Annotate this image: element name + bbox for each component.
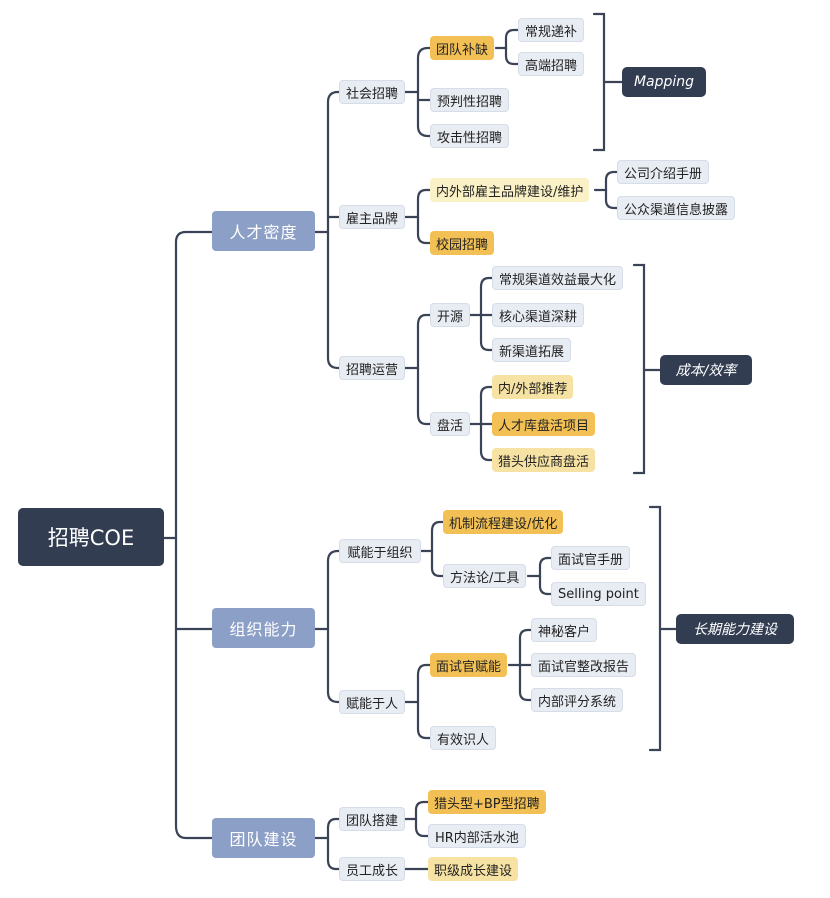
node-brand-building: 内外部雇主品牌建设/维护 <box>430 178 590 202</box>
node-mystery-client: 神秘客户 <box>531 618 598 642</box>
node-mechanism: 机制流程建设/优化 <box>443 510 564 534</box>
node-level-growth: 职级成长建设 <box>428 857 519 881</box>
node-methodology: 方法论/工具 <box>443 564 527 588</box>
node-interviewer-enable: 面试官赋能 <box>430 653 508 677</box>
tag-long-term: 长期能力建设 <box>676 614 794 644</box>
node-rectify-report: 面试官整改报告 <box>531 653 637 677</box>
node-internal-rating: 内部评分系统 <box>531 688 624 712</box>
tag-cost-efficiency: 成本/效率 <box>660 355 752 385</box>
node-enable-org: 赋能于组织 <box>339 539 421 563</box>
node-interviewer-manual: 面试官手册 <box>551 546 631 570</box>
node-social-recruiting: 社会招聘 <box>339 80 405 104</box>
node-headhunter-bp: 猎头型+BP型招聘 <box>428 790 546 814</box>
node-enable-people: 赋能于人 <box>339 690 405 714</box>
node-hr-pool: HR内部活水池 <box>428 824 526 848</box>
branch-org-capability: 组织能力 <box>212 608 315 648</box>
node-channel-max: 常规渠道效益最大化 <box>492 266 624 290</box>
tag-mapping: Mapping <box>622 67 706 97</box>
node-regular-backfill: 常规递补 <box>518 18 585 42</box>
node-public-channel: 公众渠道信息披露 <box>617 196 736 220</box>
node-new-channel: 新渠道拓展 <box>492 338 572 362</box>
node-headhunter: 猎头供应商盘活 <box>492 448 596 472</box>
root-node: 招聘COE <box>18 508 164 566</box>
node-activate: 盘活 <box>430 412 471 436</box>
node-growth: 员工成长 <box>339 857 405 881</box>
node-operations: 招聘运营 <box>339 356 405 380</box>
node-predictive: 预判性招聘 <box>430 88 510 112</box>
node-team-setup: 团队搭建 <box>339 807 405 831</box>
branch-team-building: 团队建设 <box>212 818 315 858</box>
node-core-channel: 核心渠道深耕 <box>492 303 585 327</box>
node-team-fill: 团队补缺 <box>430 36 495 60</box>
node-talent-pool: 人才库盘活项目 <box>492 412 596 436</box>
node-offensive: 攻击性招聘 <box>430 124 510 148</box>
node-campus: 校园招聘 <box>430 231 495 255</box>
node-effective-id: 有效识人 <box>430 726 497 750</box>
node-open-source: 开源 <box>430 303 471 327</box>
node-selling-point: Selling point <box>551 582 646 606</box>
branch-talent-density: 人才密度 <box>212 211 315 251</box>
node-company-manual: 公司介绍手册 <box>617 160 710 184</box>
node-high-end: 高端招聘 <box>518 52 585 76</box>
node-referral: 内/外部推荐 <box>492 375 574 399</box>
node-employer-brand: 雇主品牌 <box>339 205 405 229</box>
